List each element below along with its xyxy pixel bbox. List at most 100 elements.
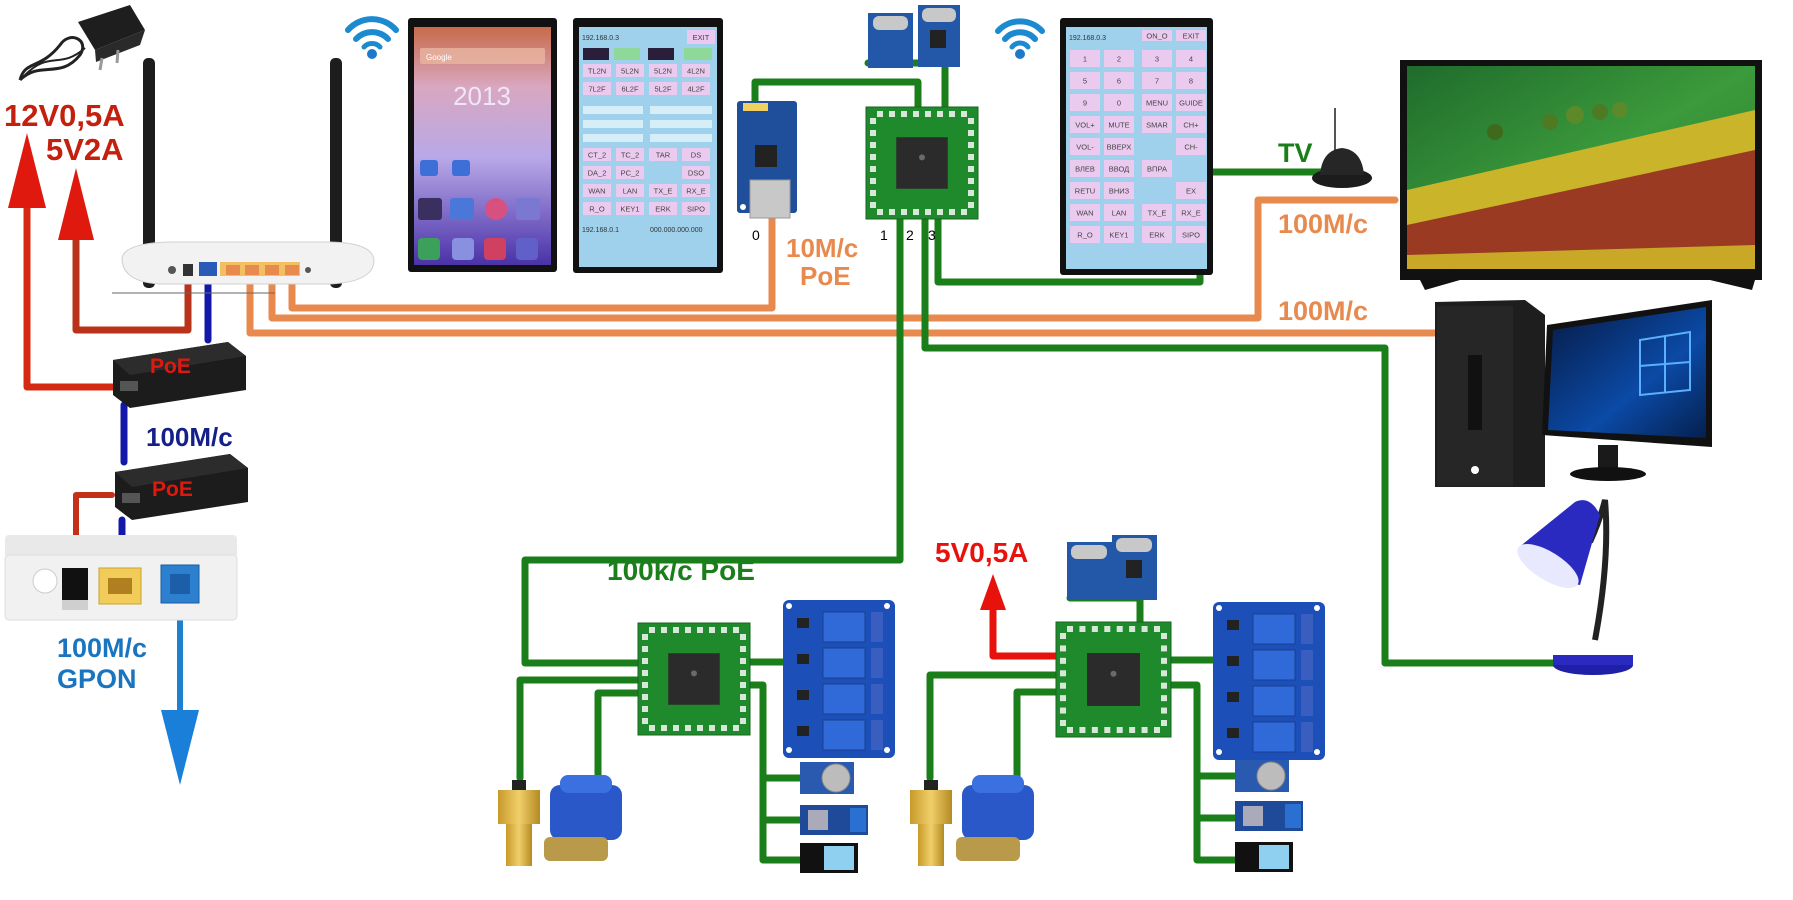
app-button[interactable]: VOL- <box>1070 138 1100 155</box>
app-button[interactable]: 4 <box>1176 50 1206 67</box>
app-button[interactable]: CT_2 <box>583 148 611 161</box>
wire-mcu-tv-ir <box>934 168 1334 286</box>
app-button-label: KEY1 <box>620 205 639 214</box>
app-button[interactable]: WAN <box>583 184 611 197</box>
tv <box>1400 60 1762 290</box>
app-button[interactable]: SIPO <box>682 202 710 215</box>
app-button[interactable]: 5 <box>1070 72 1100 89</box>
app-button[interactable]: WAN <box>1070 204 1100 221</box>
slider[interactable] <box>583 134 643 142</box>
port-label-2: 2 <box>906 227 914 243</box>
label-tv-speed: 100M/c <box>1278 209 1368 239</box>
wifi-icon <box>345 16 399 59</box>
app-button-label: 7L2F <box>588 85 606 94</box>
app-button[interactable]: KEY1 <box>616 202 644 215</box>
app-button[interactable]: ON_O <box>1142 30 1172 41</box>
app-button[interactable]: RX_E <box>682 184 710 197</box>
app-button[interactable]: DSO <box>682 166 710 179</box>
app-button[interactable]: VOL+ <box>1070 116 1100 133</box>
mcu-board-node1 <box>637 622 751 736</box>
app-button-label: MENU <box>1146 99 1168 108</box>
app-button[interactable]: KEY1 <box>1104 226 1134 243</box>
slider[interactable] <box>650 134 712 142</box>
app-button[interactable]: LAN <box>1104 204 1134 221</box>
poe-injector-2: PoE <box>115 454 248 520</box>
app-button[interactable]: 9 <box>1070 94 1100 111</box>
app-button-label: ВВОД <box>1109 165 1130 174</box>
app-button-label: 8 <box>1189 77 1193 86</box>
slider[interactable] <box>583 106 643 114</box>
slider[interactable] <box>650 120 712 128</box>
app-button[interactable]: 6 <box>1104 72 1134 89</box>
app-button[interactable]: DS <box>682 148 710 161</box>
app-button[interactable]: 4L2N <box>682 64 710 77</box>
app-button[interactable]: 1 <box>1070 50 1100 67</box>
current-sensor-node2 <box>1235 801 1303 831</box>
app-button[interactable]: 8 <box>1176 72 1206 89</box>
app-button[interactable]: CH- <box>1176 138 1206 155</box>
app-button[interactable]: CH+ <box>1176 116 1206 133</box>
app-button[interactable]: 4L2F <box>682 82 710 95</box>
app-button[interactable]: 5L2F <box>649 82 677 95</box>
app-button[interactable]: RX_E <box>1176 204 1206 221</box>
app-button[interactable]: SIPO <box>1176 226 1206 243</box>
app-button[interactable]: R_O <box>1070 226 1100 243</box>
slider[interactable] <box>583 120 643 128</box>
app-button[interactable]: PC_2 <box>616 166 644 179</box>
app-button[interactable]: MENU <box>1142 94 1172 111</box>
app-button[interactable]: DA_2 <box>583 166 611 179</box>
app-button[interactable]: 5L2N <box>616 64 644 77</box>
desk-lamp <box>1517 499 1633 675</box>
controller-ip-line: 192.168.0.1 <box>582 227 619 234</box>
app-button-label: 2 <box>1117 55 1121 64</box>
phone-clock: 2013 <box>453 81 511 111</box>
app-button[interactable]: ERK <box>649 202 677 215</box>
wire-lan-eth-module <box>288 214 776 312</box>
app-button[interactable]: RETU <box>1070 182 1100 199</box>
port-label-0: 0 <box>752 227 760 243</box>
app-button[interactable]: 6L2F <box>616 82 644 95</box>
app-button[interactable]: EXIT <box>1176 30 1206 41</box>
app-button[interactable]: GUIDE <box>1176 94 1206 111</box>
slider[interactable] <box>650 106 712 114</box>
app-button-label: WAN <box>588 187 605 196</box>
app-button[interactable]: SMAR <box>1142 116 1172 133</box>
app-button[interactable]: TX_E <box>649 184 677 197</box>
app-button[interactable]: 5L2N <box>649 64 677 77</box>
app-button[interactable]: 2 <box>1104 50 1134 67</box>
app-button-label: ВНИЗ <box>1109 187 1130 196</box>
app-button[interactable]: TX_E <box>1142 204 1172 221</box>
remote-ip: 192.168.0.3 <box>1069 35 1106 42</box>
power-adapter <box>18 5 145 82</box>
ir-antenna <box>1312 108 1372 188</box>
app-button[interactable]: ERK <box>1142 226 1172 243</box>
app-button-label: LAN <box>623 187 638 196</box>
app-button[interactable]: MUTE <box>1104 116 1134 133</box>
wire-mcu-lamp <box>921 212 1574 667</box>
app-button-label: ВЛЕВ <box>1075 165 1095 174</box>
controller-exit-button[interactable]: EXIT <box>693 33 710 42</box>
app-button[interactable]: TC_2 <box>616 148 644 161</box>
arrow-up-12v-icon <box>8 133 46 208</box>
app-button[interactable]: TL2N <box>583 64 611 77</box>
app-button[interactable]: ВВОД <box>1104 160 1134 177</box>
app-button[interactable]: 0 <box>1104 94 1134 111</box>
app-button[interactable]: ВПРА <box>1142 160 1172 177</box>
label-tv: TV <box>1278 138 1313 168</box>
app-button[interactable]: 7 <box>1142 72 1172 89</box>
app-button[interactable]: TAR <box>649 148 677 161</box>
app-button[interactable]: ВВЕРХ <box>1104 138 1134 155</box>
router <box>112 58 375 294</box>
app-button[interactable]: 7L2F <box>583 82 611 95</box>
app-button[interactable]: EX <box>1176 182 1206 199</box>
app-button[interactable]: LAN <box>616 184 644 197</box>
valve-node1 <box>544 775 622 861</box>
app-button[interactable]: 3 <box>1142 50 1172 67</box>
label-12v: 12V0,5A <box>4 98 125 133</box>
app-button-label: ВВЕРХ <box>1107 143 1132 152</box>
app-button[interactable]: ВНИЗ <box>1104 182 1134 199</box>
wire-node2-power <box>989 601 1066 660</box>
app-button[interactable]: R_O <box>583 202 611 215</box>
app-button[interactable]: ВЛЕВ <box>1070 160 1100 177</box>
